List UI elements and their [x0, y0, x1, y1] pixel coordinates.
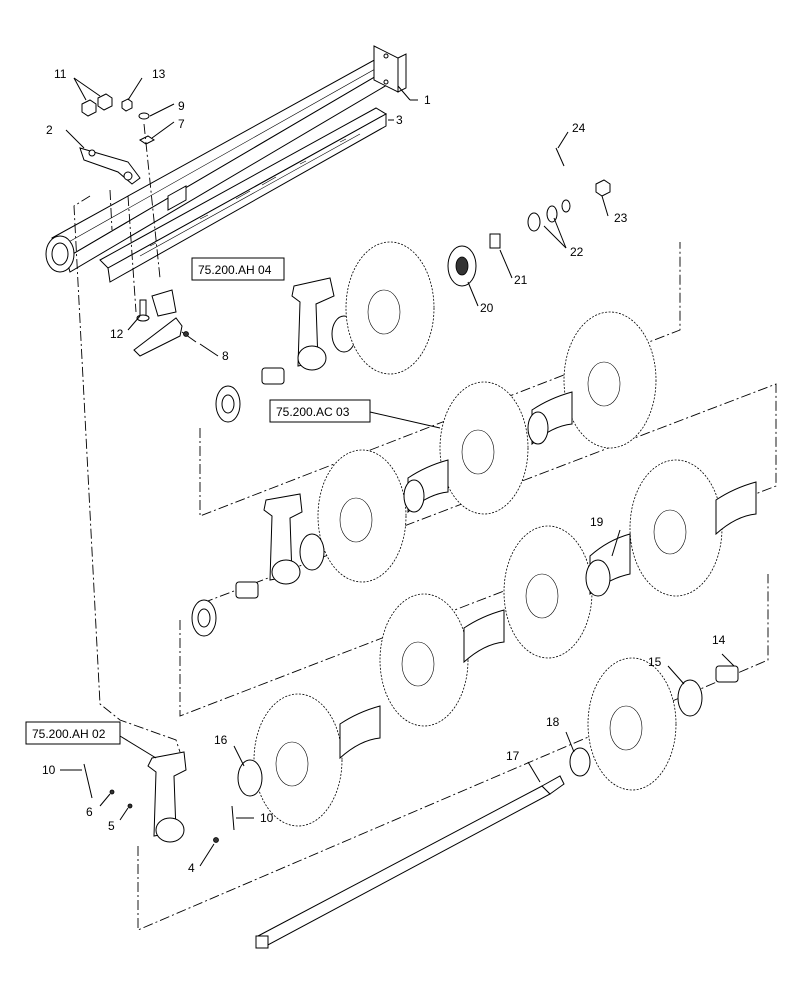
angle-bar — [99, 107, 388, 283]
bolt-12-and-shank-8 — [133, 289, 197, 357]
leader-lines — [60, 77, 735, 867]
row3-spools — [463, 481, 757, 664]
callout-19: 19 — [590, 515, 604, 529]
callout-numbers: 1 2 3 4 5 6 7 8 9 10 10 11 12 13 14 15 1… — [42, 67, 726, 875]
callout-22: 22 — [570, 245, 584, 259]
callout-5: 5 — [108, 819, 115, 833]
callout-18: 18 — [546, 715, 560, 729]
callout-17: 17 — [506, 749, 520, 763]
callout-1: 1 — [424, 93, 431, 107]
callout-3: 3 — [396, 113, 403, 127]
callout-24: 24 — [572, 121, 586, 135]
callout-7: 7 — [178, 117, 185, 131]
reference-ac03-text: 75.200.AC 03 — [276, 405, 350, 419]
reference-ah04-text: 75.200.AH 04 — [198, 263, 272, 277]
callout-4: 4 — [188, 861, 195, 875]
callout-21: 21 — [514, 273, 528, 287]
callout-10b: 10 — [260, 811, 274, 825]
row1-hanger — [291, 277, 335, 371]
callout-15: 15 — [648, 655, 662, 669]
row4-discs — [253, 657, 677, 827]
callout-8: 8 — [222, 349, 229, 363]
reference-box-ac03[interactable]: 75.200.AC 03 — [269, 399, 371, 423]
callout-10a: 10 — [42, 763, 56, 777]
callout-11: 11 — [54, 67, 67, 81]
seal-20-washer-21-22-nut-23 — [447, 147, 611, 287]
row3-discs — [379, 459, 723, 727]
bracket-2 — [79, 147, 141, 185]
callout-2: 2 — [46, 123, 53, 137]
callout-20: 20 — [480, 301, 494, 315]
row4-spools-and-parts — [237, 665, 739, 797]
frame-tube — [45, 45, 407, 273]
reference-box-ah04[interactable]: 75.200.AH 04 — [191, 257, 285, 281]
row1-disc — [345, 241, 435, 375]
reference-ah02-text: 75.200.AH 02 — [32, 727, 106, 741]
callout-6: 6 — [86, 805, 93, 819]
row2-hanger — [191, 493, 325, 637]
callout-9: 9 — [178, 99, 185, 113]
gang-shaft — [255, 775, 565, 949]
reference-box-ah02[interactable]: 75.200.AH 02 — [25, 721, 121, 745]
callout-12: 12 — [110, 327, 124, 341]
assembly-boundaries — [73, 123, 777, 931]
row2-spools — [403, 391, 573, 514]
callout-13: 13 — [152, 67, 166, 81]
callout-14: 14 — [712, 633, 726, 647]
callout-23: 23 — [614, 211, 628, 225]
nuts-11-13-9-7 — [81, 93, 155, 145]
row2-discs — [317, 311, 657, 583]
callout-16: 16 — [214, 733, 228, 747]
row4-hanger — [83, 751, 235, 843]
